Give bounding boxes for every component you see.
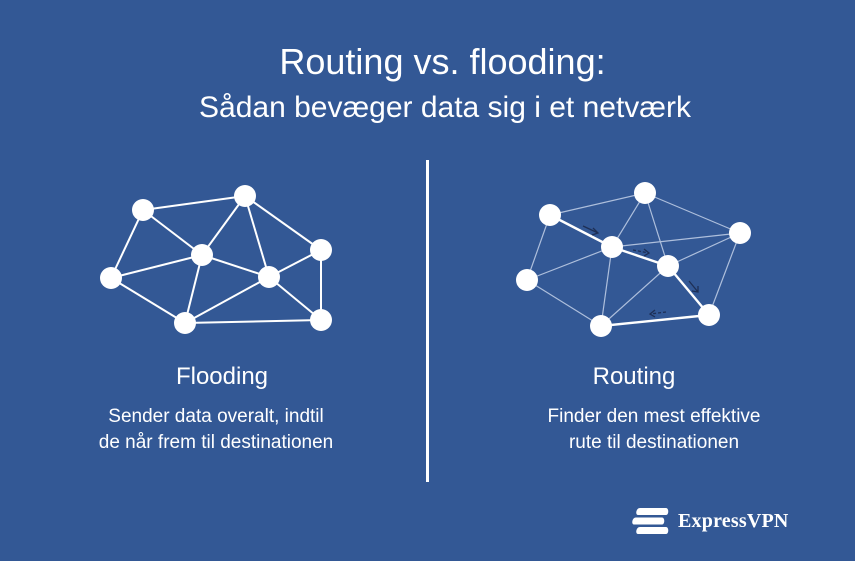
- routing-node: [634, 182, 656, 204]
- flooding-nodes: [100, 185, 332, 334]
- routing-nodes: [516, 182, 751, 337]
- routing-node: [601, 236, 623, 258]
- brand-logo: ExpressVPN: [632, 504, 789, 538]
- routing-node: [590, 315, 612, 337]
- arrow-icon: [688, 280, 699, 293]
- routing-description: Finder den mest effektive rute til desti…: [494, 404, 814, 456]
- arrow-icon: [582, 225, 600, 236]
- brand-name: ExpressVPN: [678, 509, 789, 532]
- flooding-node: [174, 312, 196, 334]
- page-title: Routing vs. flooding:: [279, 41, 606, 82]
- arrow-icon: [648, 309, 667, 318]
- flooding-node: [310, 309, 332, 331]
- routing-description-line: rute til destinationen: [568, 432, 740, 453]
- flooding-node: [310, 239, 332, 261]
- flooding-label: Flooding: [175, 363, 269, 390]
- routing-node: [698, 304, 720, 326]
- flooding-description-line: Sender data overalt, indtil: [108, 406, 324, 427]
- center-divider: [426, 160, 429, 482]
- routing-node: [516, 269, 538, 291]
- flooding-node: [258, 266, 280, 288]
- routing-label: Routing: [592, 363, 676, 390]
- expressvpn-logo-icon: [632, 508, 669, 534]
- routing-node: [657, 255, 679, 277]
- flooding-node: [234, 185, 256, 207]
- flooding-description: Sender data overalt, indtil de når frem …: [56, 404, 376, 456]
- flooding-node: [100, 267, 122, 289]
- flooding-description-line: de når frem til destinationen: [98, 432, 334, 453]
- flooding-node: [132, 199, 154, 221]
- routing-arrows: [582, 225, 699, 318]
- flooding-network: [110, 195, 322, 324]
- routing-node: [539, 204, 561, 226]
- routing-description-line: Finder den mest effektive: [547, 406, 761, 427]
- page-subtitle: Sådan bevæger data sig i et netværk: [199, 91, 691, 124]
- routing-node: [729, 222, 751, 244]
- flooding-node: [191, 244, 213, 266]
- arrow-icon: [632, 248, 651, 257]
